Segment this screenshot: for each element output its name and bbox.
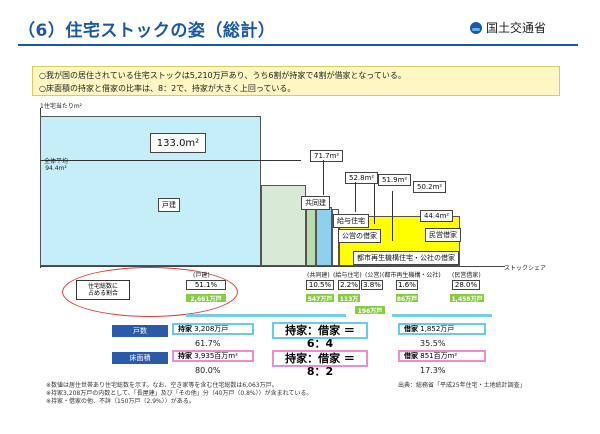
row-label-units: 戸数	[112, 325, 168, 337]
households-public: 196万戸	[355, 306, 385, 315]
x-axis-label: ストックシェア	[504, 265, 547, 272]
bar-company-housing	[306, 206, 316, 266]
page-title: （6）住宅ストックの姿（総計）	[18, 21, 276, 41]
floor-area-apartment: 71.7m²	[310, 150, 344, 162]
floor-area-detached: 133.0m²	[150, 133, 206, 153]
share-detached: 51.1%	[186, 280, 226, 290]
owned-area-value: 3,935百万m²	[194, 352, 238, 360]
ratio-area: 持家：借家 ＝ 8：2	[272, 350, 368, 378]
floor-area-ur: 50.2m²	[413, 181, 447, 193]
category-detached: 戸建	[158, 198, 180, 212]
average-label: 全体平均 94.4m²	[44, 158, 68, 172]
rented-area-label: 借家	[404, 352, 418, 360]
owned-units-label: 持家	[178, 325, 192, 333]
summary-box: ○我が国の居住されている住宅ストックは5,210万戸あり、うち6割が持家で4割が…	[32, 66, 560, 96]
arrow-company	[355, 182, 356, 212]
average-label-text: 全体平均	[44, 158, 69, 165]
note-3: ※持家・借家の他、不詳（150万戸（2.9%））がある。	[46, 398, 195, 405]
share-ur: 1.6%	[396, 280, 418, 290]
bar-public-rental	[315, 207, 333, 266]
share-header-private: (民営借家)	[452, 272, 481, 279]
summary-line-1: ○我が国の居住されている住宅ストックは5,210万戸あり、うち6割が持家で4割が…	[39, 71, 406, 80]
rented-area-box: 借家 851百万m²	[398, 350, 486, 362]
summary-line-2: ○床面積の持家と借家の比率は、8：2で、持家が大きく上回っている。	[39, 84, 296, 93]
owned-units-pct: 61.7%	[195, 339, 221, 348]
floor-area-company: 52.8m²	[345, 172, 379, 184]
category-public: 公営の借家	[338, 229, 381, 243]
households-private: 1,458万戸	[450, 294, 484, 303]
category-apartment: 共同建	[301, 196, 330, 210]
rented-units-label: 借家	[404, 325, 418, 333]
ministry-name: 国土交通省	[486, 21, 547, 35]
share-caption: 住宅総数に 占める割合	[76, 280, 130, 300]
rented-units-value: 1,852万戸	[420, 325, 455, 333]
note-1: ※数値は居住世帯あり住宅総数を示す。なお、空き家等を含む住宅総数は6,063万戸…	[46, 382, 278, 389]
average-reference-line	[40, 159, 301, 161]
arrow-ur	[392, 191, 393, 241]
note-2: ※持家3,208万戸の内数として、「長屋建」及び「その他」分（40万戸（0.8%…	[46, 390, 313, 397]
share-header-public: (公営)	[365, 272, 382, 279]
y-axis-label: 1住宅当たりm²	[40, 103, 83, 110]
category-ur: 都市再生機構住宅・公社の借家	[353, 251, 459, 265]
share-header-apartment: (共同建)	[307, 272, 330, 279]
share-company: 2.2%	[338, 280, 360, 290]
share-header-detached: (戸建)	[193, 272, 210, 279]
share-apartment: 10.5%	[306, 280, 334, 290]
floor-area-private: 44.4m²	[420, 210, 454, 222]
owned-area-pct: 80.0%	[195, 366, 221, 375]
rented-bracket-line	[392, 314, 492, 317]
ministry-logo: 国土交通省	[470, 19, 546, 36]
mlit-logo-icon	[470, 21, 482, 34]
row-label-area: 床面積	[112, 352, 168, 364]
households-company: 113万戸	[338, 294, 360, 312]
households-detached: 2,661万戸	[186, 294, 226, 303]
bar-apartment	[260, 185, 307, 266]
owned-bracket-line	[186, 314, 346, 317]
share-private: 28.0%	[452, 280, 480, 290]
rented-area-pct: 17.3%	[420, 366, 446, 375]
category-private: 民営借家	[425, 228, 461, 242]
owned-units-value: 3,208万戸	[194, 325, 229, 333]
arrow-public	[374, 184, 375, 224]
source-note: 出典：総務省「平成25年住宅・土地統計調査」	[398, 382, 526, 389]
category-company: 給与住宅	[333, 214, 369, 228]
share-public: 3.8%	[361, 280, 383, 290]
rented-area-value: 851百万m²	[420, 352, 458, 360]
floor-area-public: 51.9m²	[378, 174, 412, 186]
ratio-units: 持家：借家 ＝ 6：4	[272, 322, 368, 350]
highlight-ellipse	[62, 267, 238, 317]
households-ur: 86万戸	[396, 294, 418, 303]
x-axis-line	[40, 266, 505, 267]
average-label-value: 94.4m²	[45, 165, 67, 172]
owned-units-box: 持家 3,208万戸	[172, 323, 254, 335]
owned-area-label: 持家	[178, 352, 192, 360]
rented-units-pct: 35.5%	[420, 339, 446, 348]
title-underline	[18, 44, 578, 46]
share-header-company: (給与住宅)	[333, 272, 362, 279]
households-apartment: 547万戸	[306, 294, 334, 303]
rented-units-box: 借家 1,852万戸	[398, 323, 486, 335]
arrow-apartment	[323, 160, 324, 195]
notes: ※数値は居住世帯あり住宅総数を示す。なお、空き家等を含む住宅総数は6,063万戸…	[46, 382, 426, 406]
owned-area-box: 持家 3,935百万m²	[172, 350, 254, 362]
share-header-ur: (都市再生機構・公社)	[382, 272, 441, 279]
